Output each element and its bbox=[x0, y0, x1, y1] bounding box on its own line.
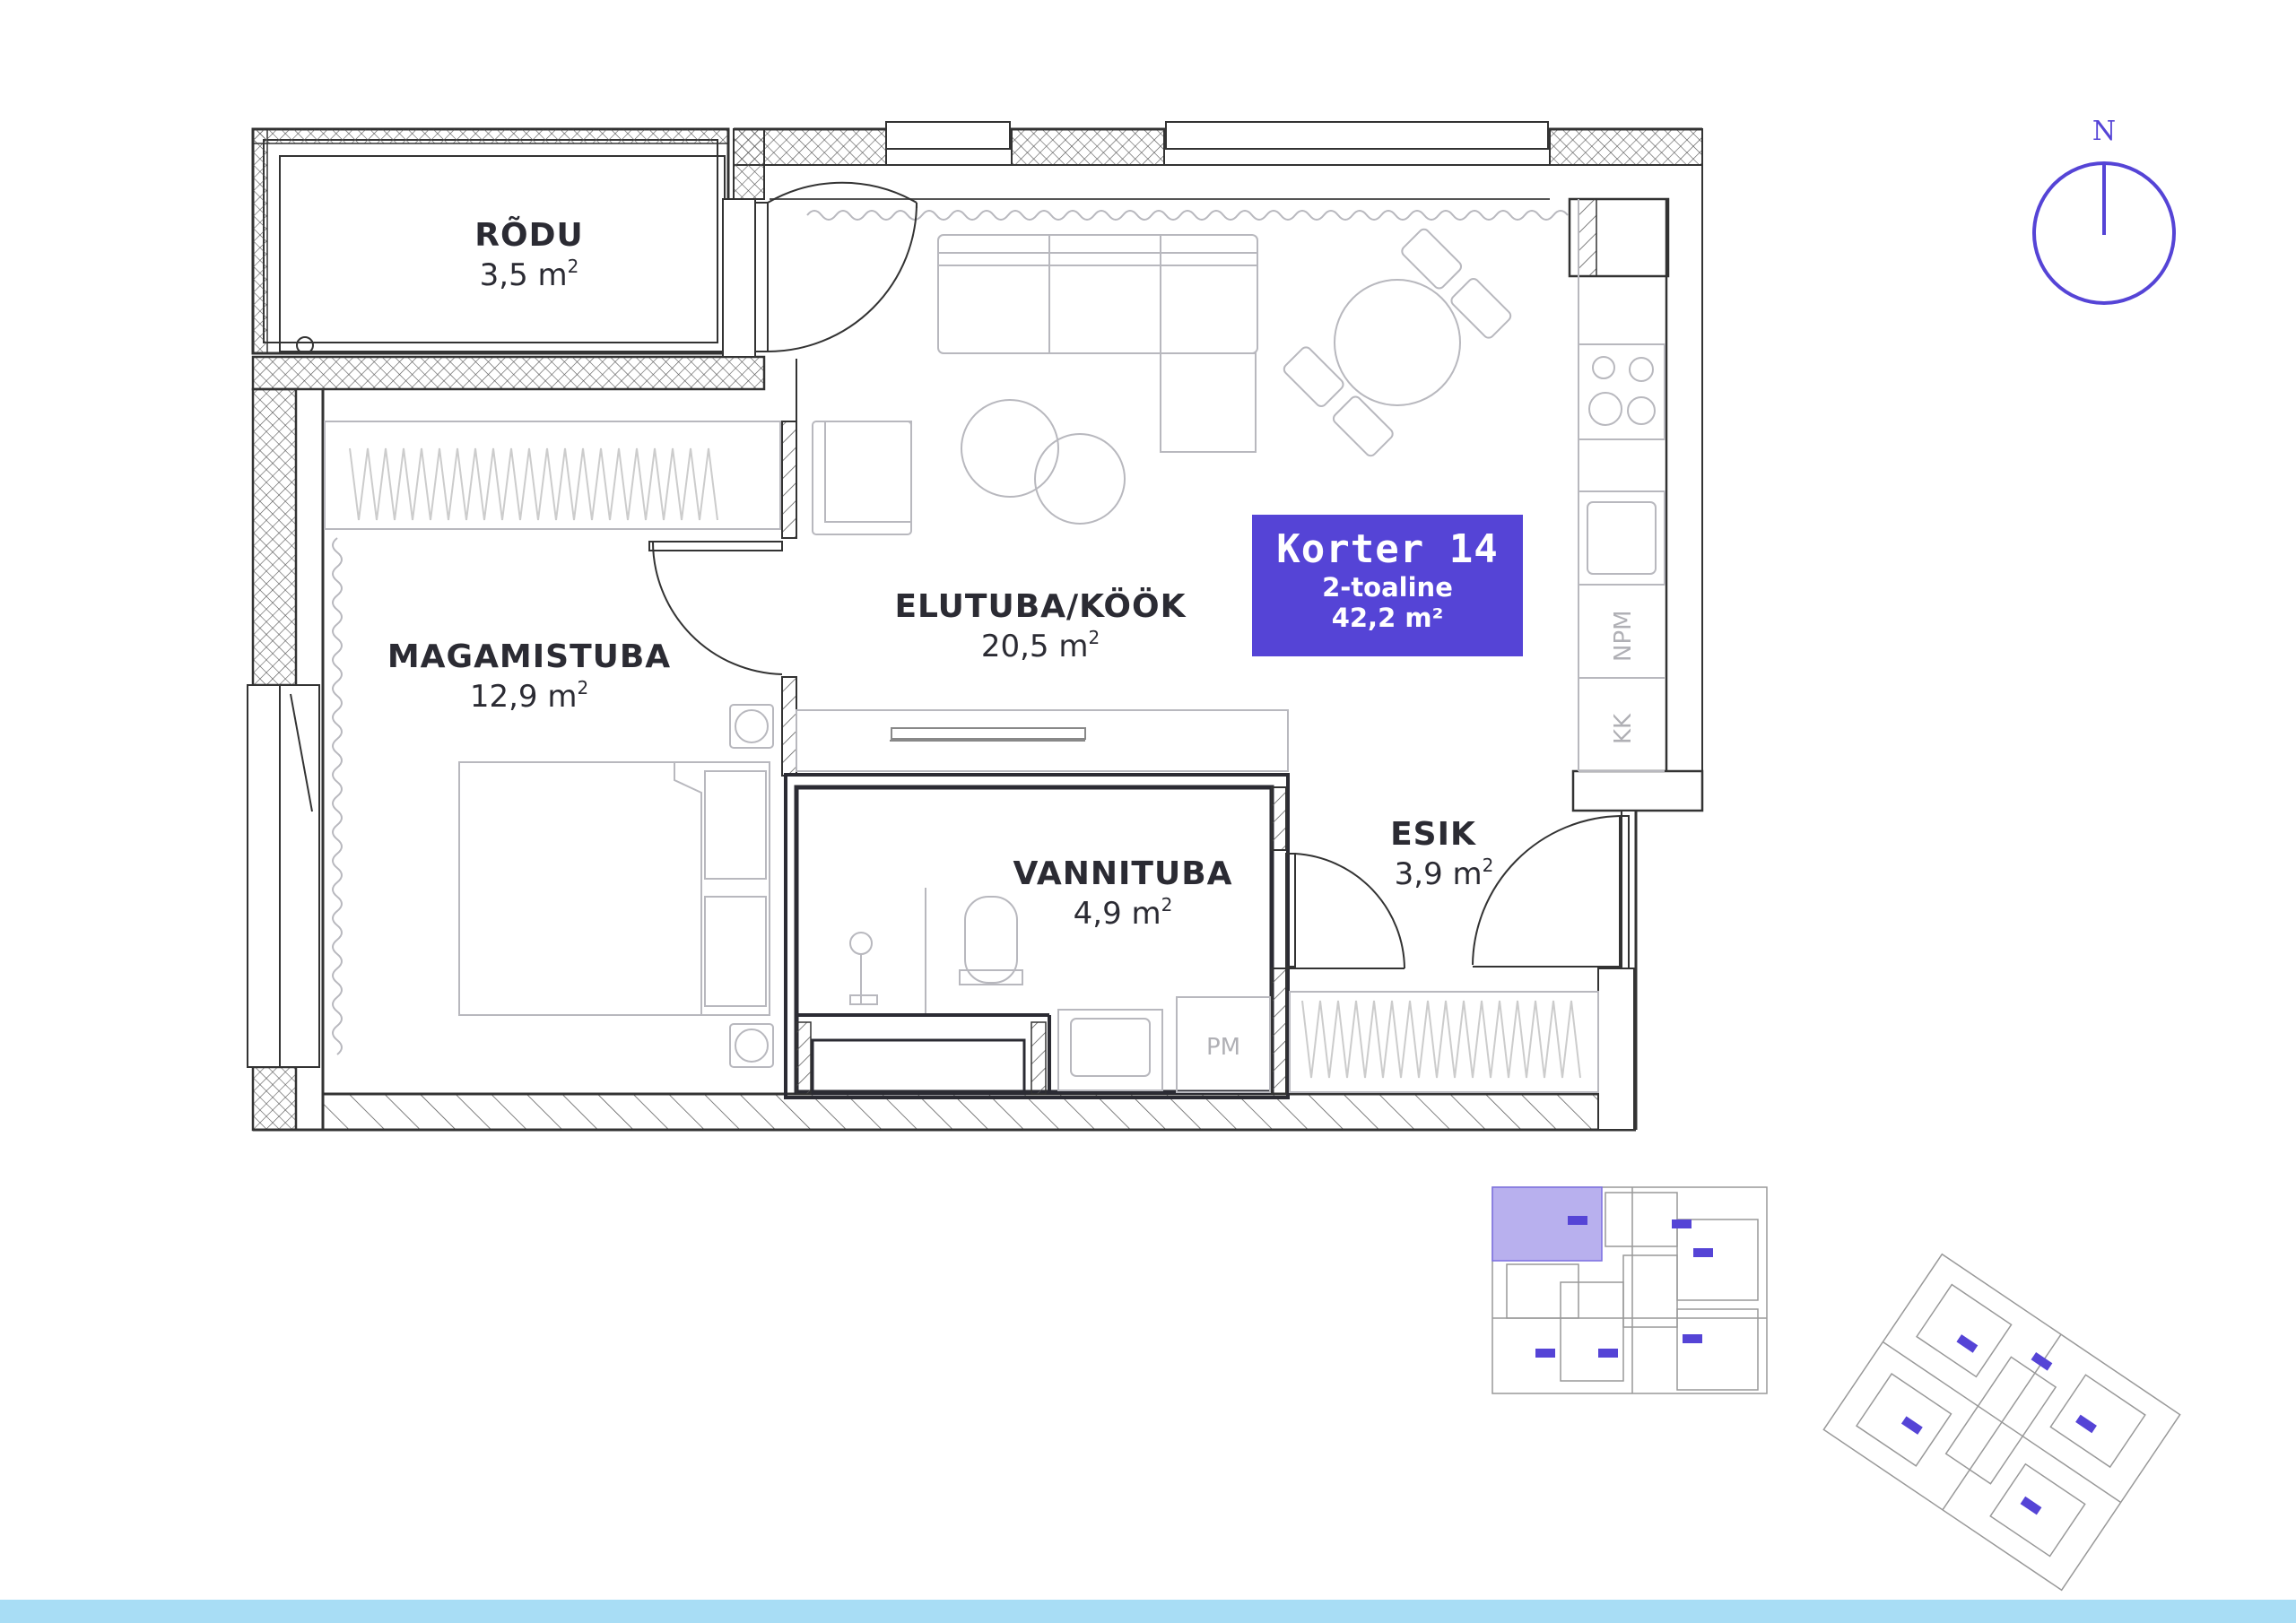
room-labels: RÕDU 3,5 m2 ELUTUBA/KÖÖK 20,5 m2 MAGAMIS… bbox=[387, 216, 1637, 1061]
walls bbox=[247, 121, 1704, 1132]
room-area-esik: 3,9 m2 bbox=[1395, 855, 1494, 892]
room-area-vannituba: 4,9 m2 bbox=[1074, 894, 1173, 932]
doors bbox=[648, 181, 1630, 969]
fixture-label-pm: PM bbox=[1206, 1034, 1240, 1061]
key-plan-building bbox=[1822, 1253, 2181, 1592]
room-area-rodu: 3,5 m2 bbox=[480, 256, 579, 293]
fixture-label-kk: KK bbox=[1610, 713, 1637, 744]
room-area-magamistuba: 12,9 m2 bbox=[470, 677, 588, 715]
furniture bbox=[324, 199, 1665, 1096]
room-name-elutuba: ELUTUBA/KÖÖK bbox=[894, 587, 1186, 625]
compass-label: N bbox=[2092, 116, 2116, 147]
room-area-elutuba: 20,5 m2 bbox=[981, 627, 1100, 664]
room-name-esik: ESIK bbox=[1390, 816, 1476, 853]
room-name-magamistuba: MAGAMISTUBA bbox=[387, 638, 671, 675]
apartment-type: 2-toaline bbox=[1322, 572, 1453, 603]
room-name-vannituba: VANNITUBA bbox=[1013, 855, 1232, 892]
curtains bbox=[332, 210, 1569, 1055]
room-name-rodu: RÕDU bbox=[474, 216, 583, 254]
key-plan-floor bbox=[1492, 1186, 1768, 1394]
apartment-badge: Korter 14 2-toaline 42,2 m² bbox=[1252, 515, 1523, 656]
apartment-title: Korter 14 bbox=[1276, 526, 1499, 572]
apartment-area: 42,2 m² bbox=[1331, 603, 1444, 633]
fixture-label-npm: NPM bbox=[1610, 610, 1637, 662]
compass: N bbox=[2032, 116, 2176, 305]
footer-bar bbox=[0, 1600, 2296, 1623]
